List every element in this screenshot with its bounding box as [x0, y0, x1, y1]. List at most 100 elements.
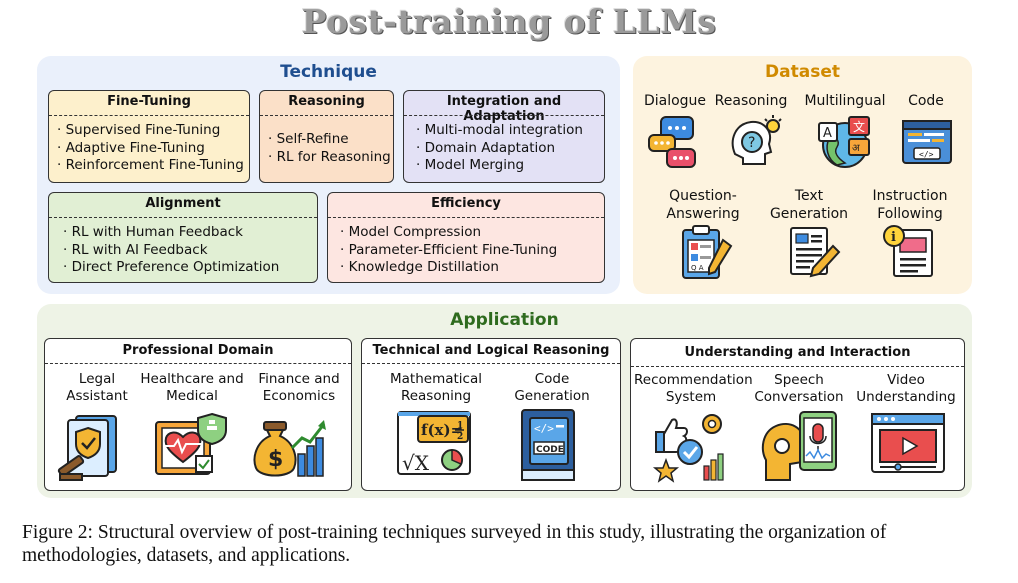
code-window-icon: </> — [902, 120, 952, 164]
video-line2: Understanding — [856, 389, 956, 405]
divider — [404, 115, 604, 116]
list-item: RL with Human Feedback — [63, 224, 279, 242]
info-document-icon: i — [883, 225, 933, 277]
math-line2: Reasoning — [400, 388, 472, 404]
code-book-icon: </> CODE — [521, 409, 575, 481]
math-fraction-den: 2 — [457, 432, 463, 442]
qa-line1: Question- — [669, 188, 737, 204]
list-item: Direct Preference Optimization — [63, 259, 280, 277]
head-lightbulb-icon: ? — [731, 115, 782, 165]
legal-line2: Assistant — [66, 388, 128, 404]
alignment-title: Alignment — [145, 196, 221, 211]
list-item: Self-Refine — [268, 131, 391, 149]
integration-list: Multi-modal integration Domain Adaptatio… — [416, 122, 583, 175]
textgen-line1: Text — [794, 188, 824, 204]
list-item: Reinforcement Fine-Tuning — [57, 157, 244, 175]
divider — [260, 115, 393, 116]
qa-line2: Answering — [666, 205, 740, 222]
divider — [328, 217, 604, 218]
math-fraction-num: 1 — [457, 421, 463, 431]
video-line1: Video — [887, 372, 925, 388]
legal-label: Legal Assistant — [52, 371, 142, 405]
reasoning-card: Reasoning Self-Refine RL for Reasoning — [259, 90, 394, 183]
medical-heart-icon — [155, 412, 227, 475]
fine-tuning-card: Fine-Tuning Supervised Fine-Tuning Adapt… — [48, 90, 250, 183]
svg-text:文: 文 — [853, 119, 865, 134]
list-item: Supervised Fine-Tuning — [57, 122, 244, 140]
technical-reasoning-title: Technical and Logical Reasoning — [372, 343, 610, 358]
speech-head-icon — [761, 411, 837, 481]
list-item: RL for Reasoning — [268, 149, 391, 167]
code-gen-label: Code Generation — [506, 371, 598, 405]
integration-title: Integration and Adaptation — [446, 94, 562, 124]
figure-caption: Figure 2: Structural overview of post-tr… — [22, 522, 887, 566]
speech-line2: Conversation — [754, 389, 844, 405]
dataset-label-text-gen: Text Generation — [766, 188, 852, 223]
legal-line1: Legal — [78, 371, 116, 387]
alignment-card: Alignment RL with Human Feedback RL with… — [48, 192, 318, 283]
healthcare-label: Healthcare and Medical — [138, 371, 246, 405]
reasoning-title: Reasoning — [288, 94, 365, 109]
dataset-label-code: Code — [908, 93, 944, 109]
legal-gavel-icon — [57, 415, 117, 481]
svg-text:i: i — [891, 230, 896, 245]
efficiency-title: Efficiency — [431, 196, 501, 211]
fine-tuning-title: Fine-Tuning — [107, 94, 191, 109]
list-item: Knowledge Distillation — [340, 259, 557, 277]
divider — [49, 115, 249, 116]
svg-text:√X: √X — [402, 451, 430, 475]
dataset-label-multilingual: Multilingual — [804, 93, 886, 109]
healthcare-line1: Healthcare and — [140, 371, 244, 387]
instruction-line2: Following — [877, 205, 943, 222]
video-label: Video Understanding — [854, 372, 958, 406]
code-tag-text: </> — [534, 422, 554, 435]
healthcare-line2: Medical — [166, 388, 218, 404]
code-box-text: CODE — [536, 445, 564, 455]
codegen-line2: Generation — [514, 388, 590, 404]
dataset-label-qa: Question- Answering — [660, 188, 746, 223]
finance-line2: Economics — [262, 388, 336, 404]
math-formula: f(x)= — [421, 421, 463, 439]
codegen-line1: Code — [534, 371, 570, 387]
clipboard-qa-icon: Q A — [682, 225, 733, 279]
understanding-interaction-title: Understanding and Interaction — [684, 345, 911, 360]
chat-bubbles-icon — [648, 116, 696, 168]
figure-title: Post-training of LLMs — [301, 2, 717, 41]
divider — [631, 366, 964, 367]
recommendation-line2: System — [665, 389, 717, 405]
svg-text:Q A: Q A — [691, 264, 704, 272]
globe-translate-icon: A 文 अ — [818, 116, 870, 168]
finance-label: Finance and Economics — [252, 371, 346, 405]
list-item: Adaptive Fine-Tuning — [57, 140, 244, 158]
math-line1: Mathematical — [390, 371, 482, 387]
recommendation-label: Recommendation System — [634, 372, 753, 406]
textgen-line2: Generation — [769, 205, 849, 222]
instruction-line1: Instruction — [872, 188, 948, 204]
dataset-label-reasoning: Reasoning — [714, 93, 788, 109]
video-player-icon — [871, 413, 945, 473]
list-item: Parameter-Efficient Fine-Tuning — [340, 242, 558, 260]
dataset-label-instruction: Instruction Following — [864, 188, 956, 223]
svg-text:A: A — [823, 126, 832, 141]
reasoning-list: Self-Refine RL for Reasoning — [268, 131, 391, 166]
list-item: RL with AI Feedback — [63, 242, 279, 260]
divider — [49, 217, 317, 218]
svg-text:$: $ — [268, 447, 283, 472]
speech-label: Speech Conversation — [750, 372, 848, 406]
money-bag-chart-icon: $ — [253, 420, 326, 477]
svg-text:?: ? — [748, 135, 755, 151]
math-board-icon: f(x)= 1 2 √X — [397, 411, 471, 475]
application-title: Application — [450, 310, 559, 330]
speech-line1: Speech — [774, 372, 824, 388]
list-item: Multi-modal integration — [416, 122, 583, 140]
divider — [45, 363, 351, 364]
recommendation-icon — [652, 414, 724, 483]
list-item: Domain Adaptation — [416, 140, 583, 158]
math-label: Mathematical Reasoning — [384, 371, 488, 405]
efficiency-card: Efficiency Model Compression Parameter-E… — [327, 192, 605, 283]
professional-domain-title: Professional Domain — [122, 343, 274, 358]
dataset-label-dialogue: Dialogue — [643, 93, 707, 109]
fine-tuning-list: Supervised Fine-Tuning Adaptive Fine-Tun… — [57, 122, 244, 175]
divider — [362, 363, 620, 364]
technique-title: Technique — [280, 62, 377, 82]
